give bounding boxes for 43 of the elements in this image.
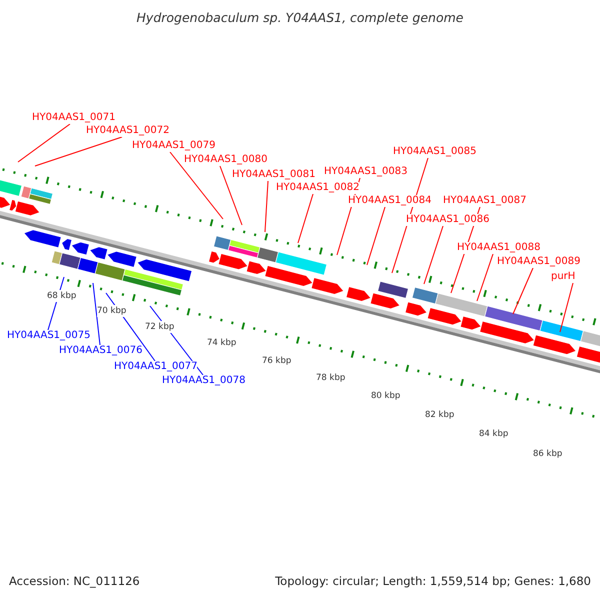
gene-label: HY04AAS1_0079 — [132, 140, 216, 152]
leader-line — [220, 166, 242, 226]
leader-line — [366, 206, 386, 266]
gene-label: HY04AAS1_0078 — [162, 375, 246, 387]
leader-line — [512, 268, 534, 314]
scale-label: 72 kbp — [145, 321, 174, 333]
gene-label: purH — [551, 271, 576, 283]
gene-label: HY04AAS1_0088 — [457, 242, 540, 254]
gene-label: HY04AAS1_0083 — [324, 166, 408, 178]
scale-label: 84 kbp — [479, 428, 508, 440]
leader-line — [18, 124, 70, 162]
gene-label: HY04AAS1_0084 — [348, 195, 432, 207]
scale-label: 80 kbp — [371, 390, 400, 402]
gene-label: HY04AAS1_0075 — [7, 330, 90, 342]
gene-label: HY04AAS1_0087 — [443, 195, 526, 207]
gene-label: HY04AAS1_0081 — [232, 169, 316, 181]
scale-label: 68 kbp — [47, 290, 76, 302]
leader-line — [264, 180, 268, 232]
leader-line — [424, 226, 444, 284]
accession-text: Accession: NC_011126 — [9, 575, 140, 587]
gene-label: HY04AAS1_0076 — [59, 345, 142, 357]
gene-label: HY04AAS1_0086 — [406, 214, 490, 226]
gene-label: HY04AAS1_0080 — [184, 154, 268, 166]
leader-line — [92, 282, 100, 346]
scale-label: 76 kbp — [262, 355, 292, 367]
gene-label: HY04AAS1_0072 — [86, 125, 170, 137]
leader-line — [560, 282, 574, 332]
leader-line — [170, 152, 224, 220]
gene-label: HY04AAS1_0077 — [114, 361, 198, 373]
scale-label: 70 kbp — [97, 305, 126, 317]
leader-line — [476, 254, 494, 302]
scale-label: 82 kbp — [425, 409, 454, 421]
map-title: Hydrogenobaculum sp. Y04AAS1, complete genome — [136, 10, 464, 25]
gene-label: HY04AAS1_0085 — [393, 146, 476, 158]
scale-label: 86 kbp — [533, 448, 562, 460]
gene-label: HY04AAS1_0089 — [497, 256, 580, 268]
leader-line — [34, 136, 122, 166]
scale-label: 74 kbp — [207, 337, 236, 349]
scale-label: 78 kbp — [316, 372, 346, 384]
leader-line — [298, 194, 314, 244]
genome-info-text: Topology: circular; Length: 1,559,514 bp; Genes: 1,680 — [275, 575, 591, 587]
gene-label: HY04AAS1_0082 — [276, 182, 360, 194]
gene-label: HY04AAS1_0071 — [32, 112, 116, 124]
